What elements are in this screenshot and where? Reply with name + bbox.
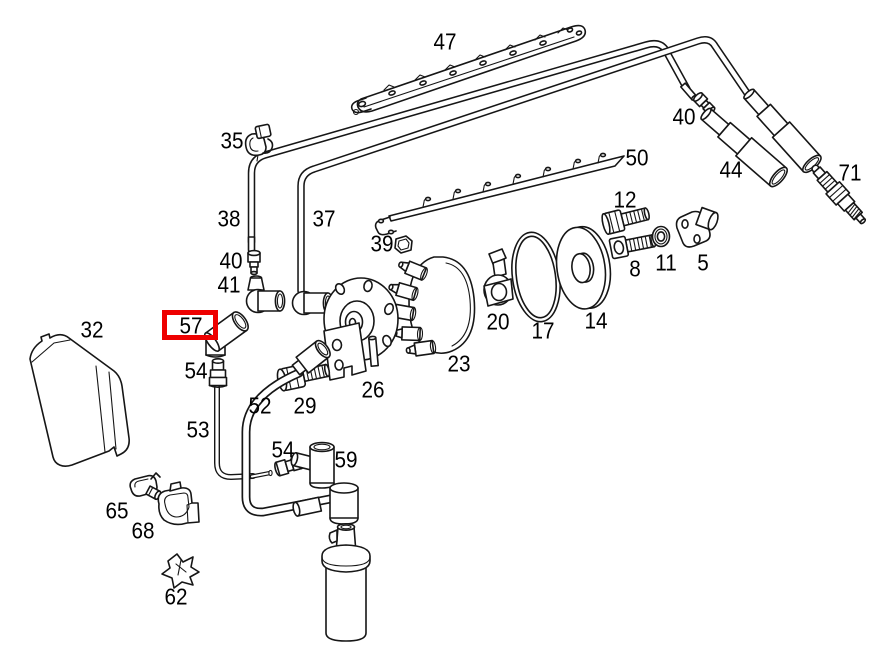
part-20-rotor bbox=[483, 248, 514, 307]
part-label-14[interactable]: 14 bbox=[584, 307, 608, 334]
part-label-26[interactable]: 26 bbox=[361, 376, 385, 403]
part-32-protective-cover bbox=[29, 333, 130, 467]
part-label-12[interactable]: 12 bbox=[613, 186, 637, 213]
part-label-44[interactable]: 44 bbox=[719, 156, 743, 183]
part-coil-elbow-boot bbox=[292, 482, 359, 525]
part-label-71[interactable]: 71 bbox=[838, 159, 862, 186]
part-54-connector-sleeve-upper bbox=[208, 357, 228, 389]
part-14-dust-shield bbox=[555, 225, 612, 310]
part-label-59[interactable]: 59 bbox=[334, 446, 358, 473]
part-label-38[interactable]: 38 bbox=[217, 205, 241, 232]
part-52-cable-boot bbox=[291, 339, 331, 376]
part-40-connector-sleeve-left bbox=[247, 249, 261, 276]
part-label-50[interactable]: 50 bbox=[625, 144, 649, 171]
part-label-68[interactable]: 68 bbox=[131, 517, 155, 544]
part-label-11[interactable]: 11 bbox=[655, 249, 677, 276]
part-label-32[interactable]: 32 bbox=[80, 316, 104, 343]
part-41-elbow-boot bbox=[245, 275, 286, 314]
part-65-clamp-small bbox=[129, 472, 162, 501]
part-label-23[interactable]: 23 bbox=[447, 350, 471, 377]
part-26-distributor-body bbox=[323, 277, 399, 381]
part-label-35[interactable]: 35 bbox=[220, 127, 244, 154]
part-11-grommet bbox=[651, 225, 671, 248]
part-label-29[interactable]: 29 bbox=[293, 392, 317, 419]
part-35-cable-clip bbox=[244, 123, 274, 162]
part-62-spring-clip bbox=[161, 553, 200, 589]
part-label-52[interactable]: 52 bbox=[248, 392, 272, 419]
part-5-bracket-flange bbox=[675, 206, 719, 248]
part-37-ignition-cable bbox=[297, 36, 751, 295]
highlight-box bbox=[162, 310, 218, 340]
part-label-41[interactable]: 41 bbox=[217, 271, 241, 298]
part-68-clamp-large bbox=[157, 481, 200, 526]
part-53-cable bbox=[214, 384, 273, 480]
part-label-17[interactable]: 17 bbox=[531, 317, 555, 344]
part-52-coil-cable bbox=[241, 368, 335, 517]
part-57-elbow-boot bbox=[203, 311, 249, 358]
part-label-57[interactable]: 57 bbox=[179, 312, 203, 339]
part-label-53[interactable]: 53 bbox=[186, 416, 210, 443]
part-12-hex-bolt bbox=[601, 207, 650, 236]
part-50-cable-holder-strip bbox=[374, 152, 625, 236]
part-label-54b[interactable]: 54 bbox=[271, 436, 295, 463]
part-71-spark-plug bbox=[811, 164, 867, 225]
part-59-elbow-boot bbox=[290, 441, 335, 489]
part-label-40a[interactable]: 40 bbox=[219, 247, 243, 274]
part-47-cable-holder-rail bbox=[350, 24, 587, 116]
part-44-plug-connector-boot-a bbox=[700, 107, 788, 188]
part-label-54a[interactable]: 54 bbox=[184, 357, 208, 384]
part-39-nut bbox=[394, 235, 413, 254]
part-38-ignition-cable bbox=[247, 39, 691, 246]
part-label-39[interactable]: 39 bbox=[370, 230, 394, 257]
part-label-40b[interactable]: 40 bbox=[672, 103, 696, 130]
part-label-5[interactable]: 5 bbox=[697, 249, 709, 276]
part-label-20[interactable]: 20 bbox=[486, 308, 510, 335]
part-label-37[interactable]: 37 bbox=[312, 205, 336, 232]
part-ignition-coil bbox=[321, 522, 371, 642]
part-label-8[interactable]: 8 bbox=[629, 255, 641, 282]
part-label-47[interactable]: 47 bbox=[433, 28, 457, 55]
part-44-plug-connector-boot-b bbox=[743, 88, 822, 174]
part-label-65[interactable]: 65 bbox=[105, 497, 129, 524]
part-label-62[interactable]: 62 bbox=[164, 583, 188, 610]
